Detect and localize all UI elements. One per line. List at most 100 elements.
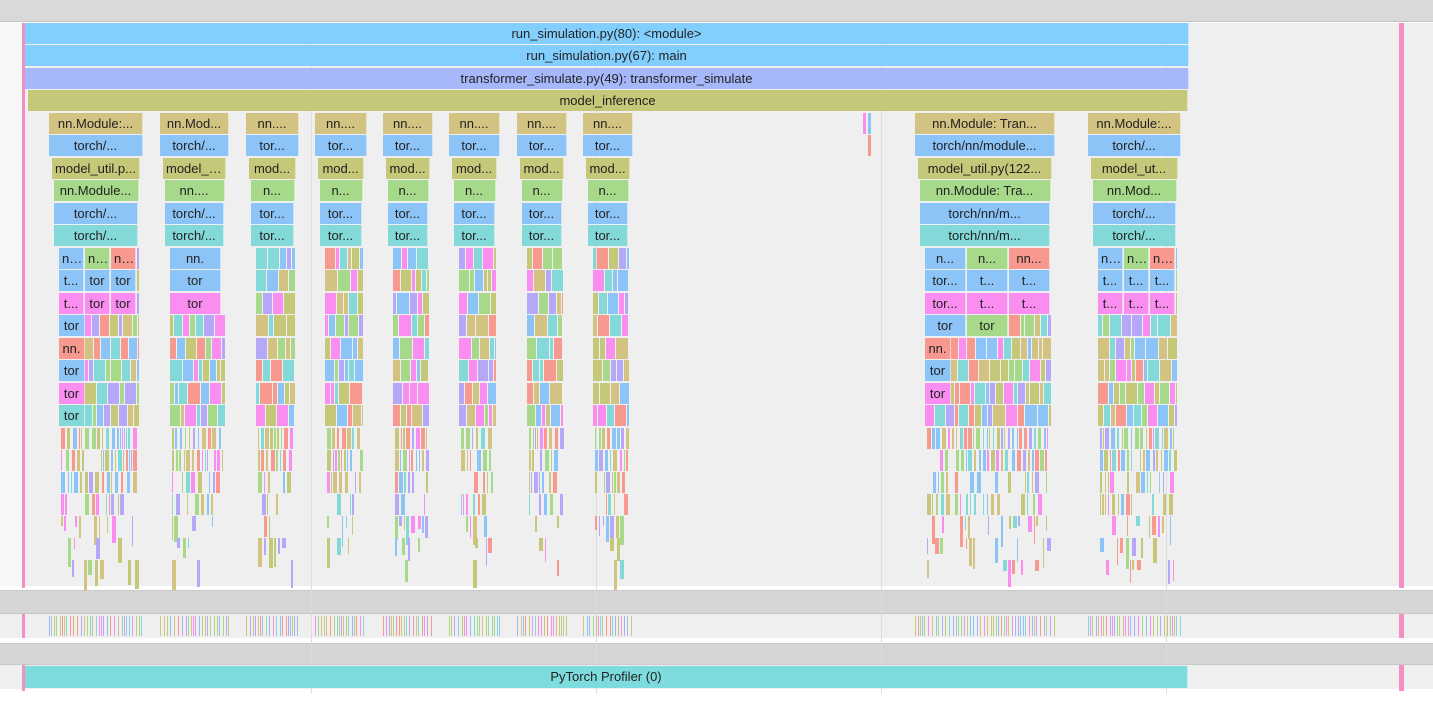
flame-slice-small[interactable] (269, 315, 273, 336)
flame-slice-leaf[interactable] (1045, 450, 1047, 471)
flame-slice-small[interactable] (599, 293, 607, 314)
flame-slice-leaf[interactable] (1038, 494, 1042, 515)
flame-slice-small[interactable] (459, 270, 469, 291)
flame-slice-leaf[interactable] (1027, 472, 1029, 493)
flame-slice-small[interactable] (608, 293, 618, 314)
flame-slice-leaf[interactable] (103, 450, 104, 471)
flame-slice-leaf[interactable] (539, 538, 543, 551)
flame-slice-leaf[interactable] (595, 450, 598, 471)
flame-slice-leaf[interactable] (624, 494, 628, 515)
flame-slice-top-3[interactable]: model_inference (28, 90, 1188, 111)
flame-slice-small[interactable] (527, 405, 535, 426)
flame-slice-leaf[interactable] (61, 428, 65, 449)
flame-slice-leaf[interactable] (599, 428, 601, 449)
flame-slice-small[interactable] (359, 315, 363, 336)
flame-slice-leaf[interactable] (544, 428, 547, 449)
flame-slice-leaf[interactable] (337, 494, 341, 515)
flame-slice-small[interactable] (466, 248, 473, 269)
flame-slice-leaf[interactable] (1012, 428, 1014, 449)
flame-slice-small[interactable] (393, 293, 396, 314)
flame-slice-leaf[interactable] (342, 428, 346, 449)
flame-slice-small[interactable] (1160, 383, 1169, 404)
flame-slice-c9-r0[interactable]: nn.Module:... (1088, 113, 1181, 134)
flame-slice-small[interactable] (186, 338, 196, 359)
flame-slice-leaf[interactable] (212, 516, 213, 527)
flame-slice-leaf[interactable] (129, 450, 130, 471)
flame-slice-small[interactable] (1023, 360, 1029, 381)
flame-slice-leaf[interactable] (95, 560, 98, 586)
flame-slice-leaf[interactable] (96, 494, 99, 515)
timeline-ruler[interactable] (0, 0, 1433, 22)
flame-slice-leaf[interactable] (333, 472, 337, 493)
flame-slice-small[interactable] (546, 270, 551, 291)
flame-slice-small[interactable] (534, 383, 539, 404)
flame-slice-leaf[interactable] (274, 538, 276, 567)
flame-slice-leaf[interactable] (405, 560, 408, 582)
flame-slice-small[interactable] (554, 338, 562, 359)
profiler-slice[interactable]: PyTorch Profiler (0) (25, 666, 1188, 688)
flame-slice-small[interactable] (284, 293, 295, 314)
flame-slice-leaf[interactable] (996, 450, 999, 471)
flame-slice-small[interactable] (1151, 315, 1157, 336)
flame-slice-leaf[interactable] (277, 428, 279, 449)
flame-slice-leaf[interactable] (327, 538, 330, 568)
flame-slice-leaf[interactable] (341, 450, 342, 471)
flame-slice-leaf[interactable] (1127, 450, 1129, 471)
flame-slice-leaf[interactable] (102, 428, 103, 449)
flame-slice-leaf[interactable] (133, 472, 137, 493)
flame-slice-leaf[interactable] (426, 428, 427, 449)
flame-slice-leaf[interactable] (111, 494, 114, 515)
flame-slice-c8-s1-0[interactable]: tor... (925, 270, 966, 291)
flame-slice-c7-r1[interactable]: tor... (583, 135, 633, 156)
flame-slice-leaf[interactable] (79, 516, 81, 538)
flame-slice-small[interactable] (1035, 315, 1040, 336)
flame-slice-small[interactable] (546, 405, 550, 426)
flame-slice-leaf[interactable] (121, 472, 123, 493)
flame-slice-leaf[interactable] (102, 472, 104, 493)
flame-slice-leaf[interactable] (1046, 472, 1047, 493)
flame-slice-leaf[interactable] (1040, 450, 1044, 471)
flame-slice-small[interactable] (1109, 383, 1113, 404)
flame-slice-leaf[interactable] (626, 450, 628, 471)
flame-slice-small[interactable] (593, 360, 602, 381)
flame-slice-small[interactable] (1001, 360, 1008, 381)
flame-slice-leaf[interactable] (995, 538, 998, 563)
flame-slice-leaf[interactable] (942, 516, 944, 533)
flame-slice-c9-s2-0[interactable]: t... (1098, 293, 1123, 314)
flame-slice-c4-r5[interactable]: tor... (388, 225, 428, 246)
flame-slice-leaf[interactable] (352, 516, 353, 535)
flame-slice-leaf[interactable] (348, 538, 349, 554)
flame-slice-leaf[interactable] (65, 494, 67, 515)
flame-slice-leaf[interactable] (1003, 560, 1007, 571)
flame-slice-small[interactable] (1104, 405, 1110, 426)
flame-slice-leaf[interactable] (205, 450, 206, 471)
flame-slice-leaf[interactable] (1118, 450, 1120, 471)
flame-slice-leaf[interactable] (202, 450, 203, 471)
flame-slice-leaf[interactable] (483, 450, 487, 471)
flame-slice-leaf[interactable] (347, 428, 351, 449)
flame-slice-c0-s1-1[interactable]: tor (85, 270, 110, 291)
flame-slice-leaf[interactable] (1159, 472, 1160, 493)
flame-slice-leaf[interactable] (1170, 472, 1174, 493)
flame-slice-small[interactable] (325, 293, 336, 314)
flame-slice-small[interactable] (1004, 338, 1011, 359)
flame-slice-leaf[interactable] (1146, 428, 1147, 449)
flame-slice-leaf[interactable] (96, 538, 100, 559)
flame-slice-small[interactable] (291, 338, 295, 359)
flame-slice-c0-r1[interactable]: torch/... (49, 135, 143, 156)
flame-slice-c9-r1[interactable]: torch/... (1088, 135, 1181, 156)
flame-slice-small[interactable] (89, 360, 93, 381)
flame-slice-c5-r0[interactable]: nn.... (449, 113, 500, 134)
flame-slice-leaf[interactable] (401, 428, 402, 449)
flame-slice-leaf[interactable] (72, 560, 74, 577)
flame-slice-c0-s0-2[interactable]: nn. (111, 248, 136, 269)
flame-slice-small[interactable] (536, 405, 541, 426)
flame-slice-leaf[interactable] (174, 516, 178, 542)
flame-slice-leaf[interactable] (535, 428, 536, 449)
flame-slice-small[interactable] (271, 360, 282, 381)
flame-slice-c8-s0-2[interactable]: nn... (1009, 248, 1050, 269)
flame-slice-c1-r3[interactable]: nn.... (164, 180, 225, 201)
flame-slice-small[interactable] (358, 338, 363, 359)
flame-slice-small[interactable] (479, 293, 490, 314)
flame-slice-small[interactable] (552, 270, 563, 291)
